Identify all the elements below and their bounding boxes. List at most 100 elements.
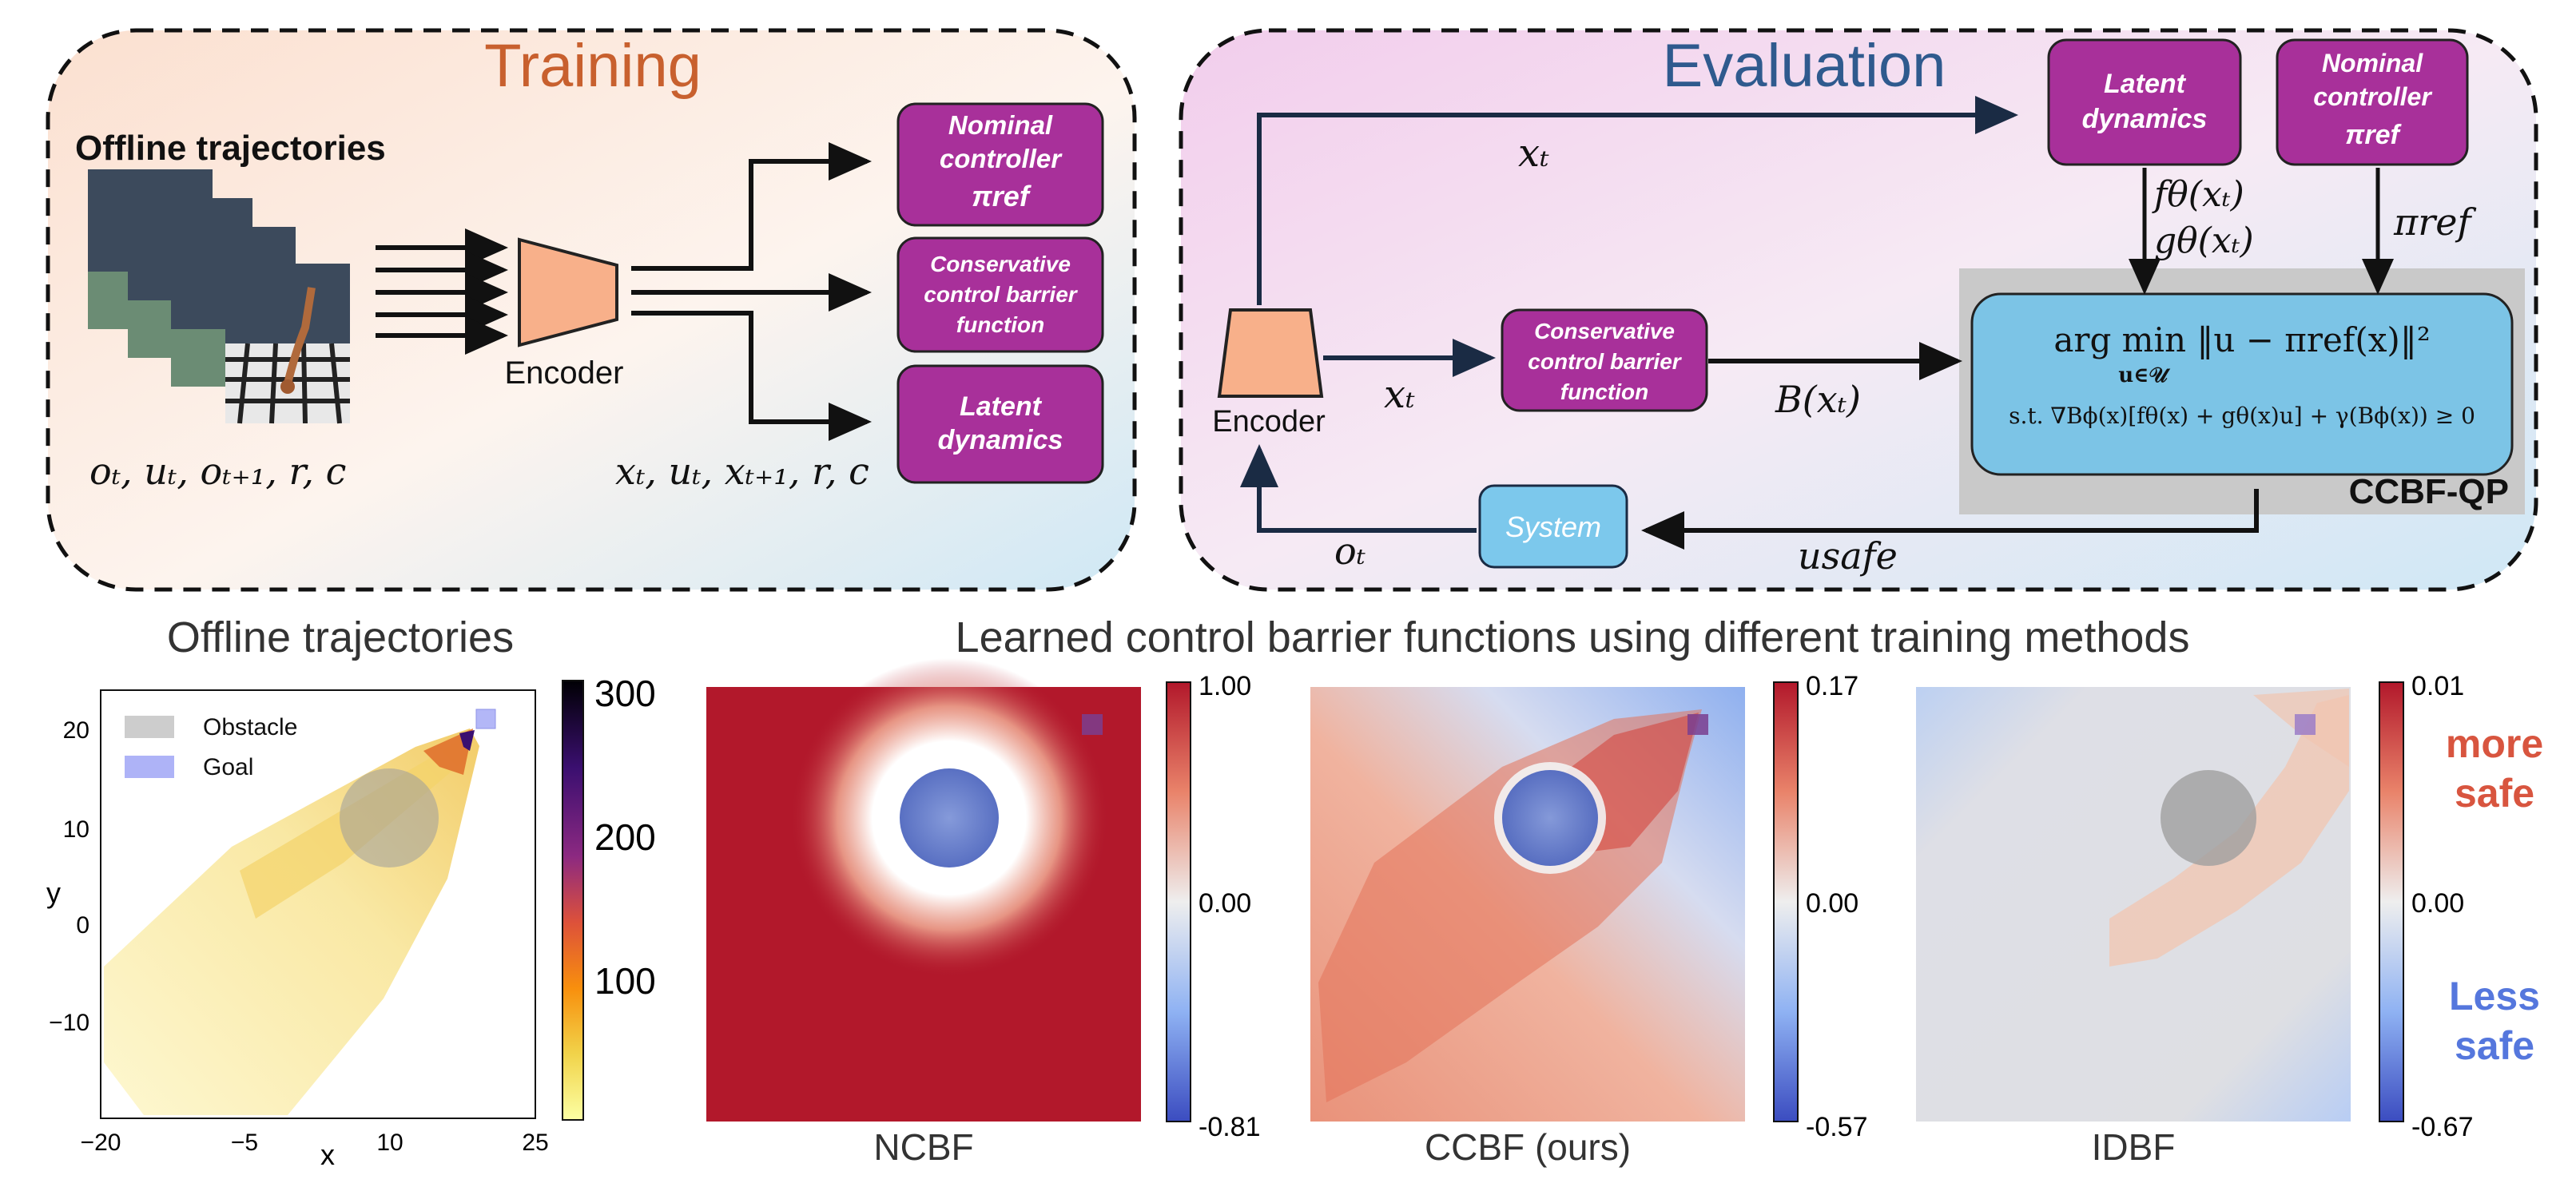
xlabel: x <box>320 1138 335 1171</box>
evaluation-arrows <box>1240 96 2394 550</box>
ytick-10: 10 <box>63 816 89 843</box>
ncbf-goal <box>1082 714 1103 735</box>
label-xt-mid: xₜ <box>1384 372 1415 417</box>
svg-text:System: System <box>1505 510 1601 543</box>
svg-text:Latent: Latent <box>960 391 1043 422</box>
ylabel: y <box>46 876 61 909</box>
ccbf-panel: 0.17 0.00 -0.57 CCBF (ours) <box>1310 671 1868 1168</box>
label-xt-top: xₜ <box>1518 131 1549 176</box>
svg-text:dynamics: dynamics <box>2082 104 2208 134</box>
idbf-colorbar <box>2379 681 2404 1122</box>
xtick-10: 10 <box>376 1129 403 1156</box>
training-encoder-label: Encoder <box>505 355 624 391</box>
ccbf-label: CCBF (ours) <box>1425 1126 1631 1168</box>
ncbf-panel: 1.00 0.00 -0.81 NCBF <box>706 658 1261 1168</box>
frame-4 <box>225 264 350 424</box>
trajectory-frames <box>88 169 350 424</box>
legend-goal: Goal <box>203 754 253 780</box>
cbar-200: 200 <box>594 816 656 858</box>
svg-text:Nominal: Nominal <box>2322 49 2423 77</box>
less-safe-line2: safe <box>2455 1023 2534 1068</box>
svg-text:Conservative: Conservative <box>930 252 1071 276</box>
ccbf-colorbar <box>1773 681 1799 1122</box>
svg-text:control barrier: control barrier <box>1528 349 1682 374</box>
cbar-300: 300 <box>594 673 656 714</box>
training-title: Training <box>484 32 702 100</box>
cbar-100: 100 <box>594 960 656 1002</box>
learned-cbf-title: Learned control barrier functions using … <box>956 613 2190 661</box>
input-tuple: oₜ, uₜ, oₜ₊₁, r, c <box>89 450 346 493</box>
training-nominal-controller-box: Nominal controller πref <box>896 102 1104 227</box>
idbf-label: IDBF <box>2092 1126 2176 1168</box>
label-ot: oₜ <box>1334 530 1366 573</box>
qp-subscript: u∈𝒰 <box>2118 363 2170 387</box>
offline-trajectory-plot: Obstacle Goal 20 10 0 −10 y −20 −5 10 25… <box>46 673 656 1171</box>
evaluation-nominal-controller-box: Nominal controller πref <box>2276 38 2469 166</box>
svg-text:controller: controller <box>940 144 1063 173</box>
label-B: B(xₜ) <box>1775 378 1861 421</box>
svg-text:Nominal: Nominal <box>948 110 1053 140</box>
latent-tuple: xₜ, uₜ, xₜ₊₁, r, c <box>615 450 869 493</box>
xtick-neg20: −20 <box>81 1129 121 1156</box>
svg-text:Conservative: Conservative <box>1534 319 1675 343</box>
label-f-theta: fθ(xₜ) <box>2152 174 2244 215</box>
training-panel: Training Offline trajectories <box>46 28 1137 592</box>
ncbf-label: NCBF <box>873 1126 973 1168</box>
legend-obstacle: Obstacle <box>203 714 297 740</box>
ytick-neg10: −10 <box>49 1010 89 1036</box>
qp-constraint: s.t. ∇Bϕ(x)[fθ(x) + gθ(x)u] + γ(Bϕ(x)) ≥… <box>2009 403 2475 429</box>
training-encoder-shape <box>518 237 618 347</box>
evaluation-panel: Evaluation CCBF-QP arg min ‖u − πref(x)‖… <box>1179 28 2538 592</box>
ytick-0: 0 <box>76 912 89 939</box>
xtick-25: 25 <box>522 1129 548 1156</box>
offline-trajectories-label: Offline trajectories <box>75 129 386 168</box>
ncbf-cbar-bottom: -0.81 <box>1199 1112 1261 1142</box>
ytick-20: 20 <box>63 717 89 744</box>
more-safe-line1: more <box>2446 721 2543 766</box>
input-arrows <box>376 228 508 355</box>
label-g-theta: gθ(xₜ) <box>2154 220 2254 261</box>
label-usafe: usafe <box>1798 534 1898 578</box>
label-pi-ref: πref <box>2393 200 2476 244</box>
evaluation-ccbf-box: Conservative control barrier function <box>1501 308 1708 412</box>
ccbf-obstacle <box>1502 770 1598 866</box>
offline-trajectories-title: Offline trajectories <box>167 613 514 661</box>
evaluation-title: Evaluation <box>1663 32 1946 100</box>
svg-text:dynamics: dynamics <box>938 425 1063 455</box>
ccbf-cbar-bottom: -0.57 <box>1806 1112 1868 1142</box>
ccbf-qp-label: CCBF-QP <box>2349 472 2509 511</box>
evaluation-encoder-label: Encoder <box>1212 405 1326 439</box>
idbf-cbar-mid: 0.00 <box>2411 888 2464 919</box>
svg-text:controller: controller <box>2313 82 2432 111</box>
ncbf-colorbar <box>1166 681 1191 1122</box>
svg-text:Latent: Latent <box>2104 69 2187 99</box>
ncbf-cbar-top: 1.00 <box>1199 671 1251 701</box>
system-box: System <box>1478 484 1628 569</box>
idbf-cbar-bottom: -0.67 <box>2411 1112 2474 1142</box>
goal-square <box>475 709 496 729</box>
ccbf-goal <box>1688 714 1708 735</box>
more-safe-line2: safe <box>2455 771 2534 816</box>
svg-text:πref: πref <box>2345 120 2402 150</box>
training-ccbf-box: Conservative control barrier function <box>896 236 1104 353</box>
svg-text:πref: πref <box>972 180 1032 212</box>
qp-objective: arg min ‖u − πref(x)‖² <box>2053 320 2430 359</box>
less-safe-line1: Less <box>2449 974 2540 1018</box>
ncbf-cbar-mid: 0.00 <box>1199 888 1251 919</box>
idbf-goal <box>2295 714 2316 735</box>
legend-obstacle-swatch <box>125 716 174 738</box>
svg-text:function: function <box>956 312 1044 337</box>
legend-goal-swatch <box>125 756 174 778</box>
svg-text:control barrier: control barrier <box>924 282 1078 307</box>
idbf-obstacle <box>2161 770 2256 866</box>
svg-text:function: function <box>1560 379 1648 404</box>
training-latent-dynamics-box: Latent dynamics <box>896 364 1104 484</box>
ncbf-obstacle <box>900 768 999 867</box>
ccbf-cbar-top: 0.17 <box>1806 671 1858 701</box>
ccbf-cbar-mid: 0.00 <box>1806 888 1858 919</box>
idbf-panel: 0.01 0.00 -0.67 IDBF <box>1916 671 2474 1168</box>
branch-arrows <box>631 142 872 441</box>
density-colorbar <box>562 680 584 1121</box>
evaluation-latent-dynamics-box: Latent dynamics <box>2047 38 2242 166</box>
